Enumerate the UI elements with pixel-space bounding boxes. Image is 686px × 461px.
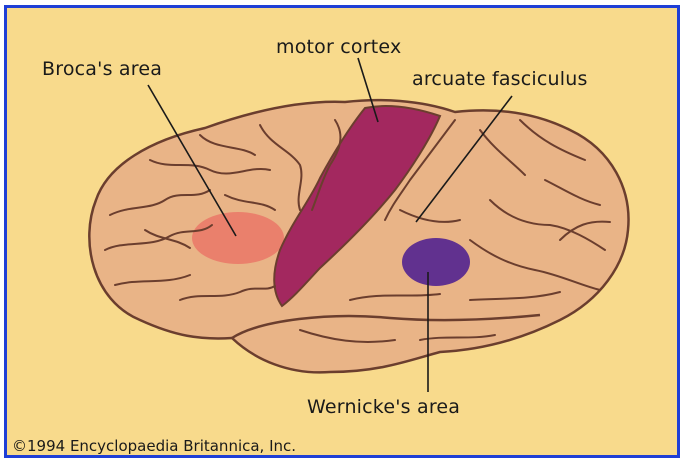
wernicke-area-region <box>402 238 470 286</box>
broca-area-region <box>192 212 284 264</box>
copyright-credit: ©1994 Encyclopaedia Britannica, Inc. <box>12 437 296 455</box>
wernicke-area-label: Wernicke's area <box>307 396 460 418</box>
broca-area-label: Broca's area <box>42 58 162 80</box>
arcuate-fasciculus-label: arcuate fasciculus <box>412 68 588 90</box>
motor-cortex-label: motor cortex <box>276 36 401 58</box>
